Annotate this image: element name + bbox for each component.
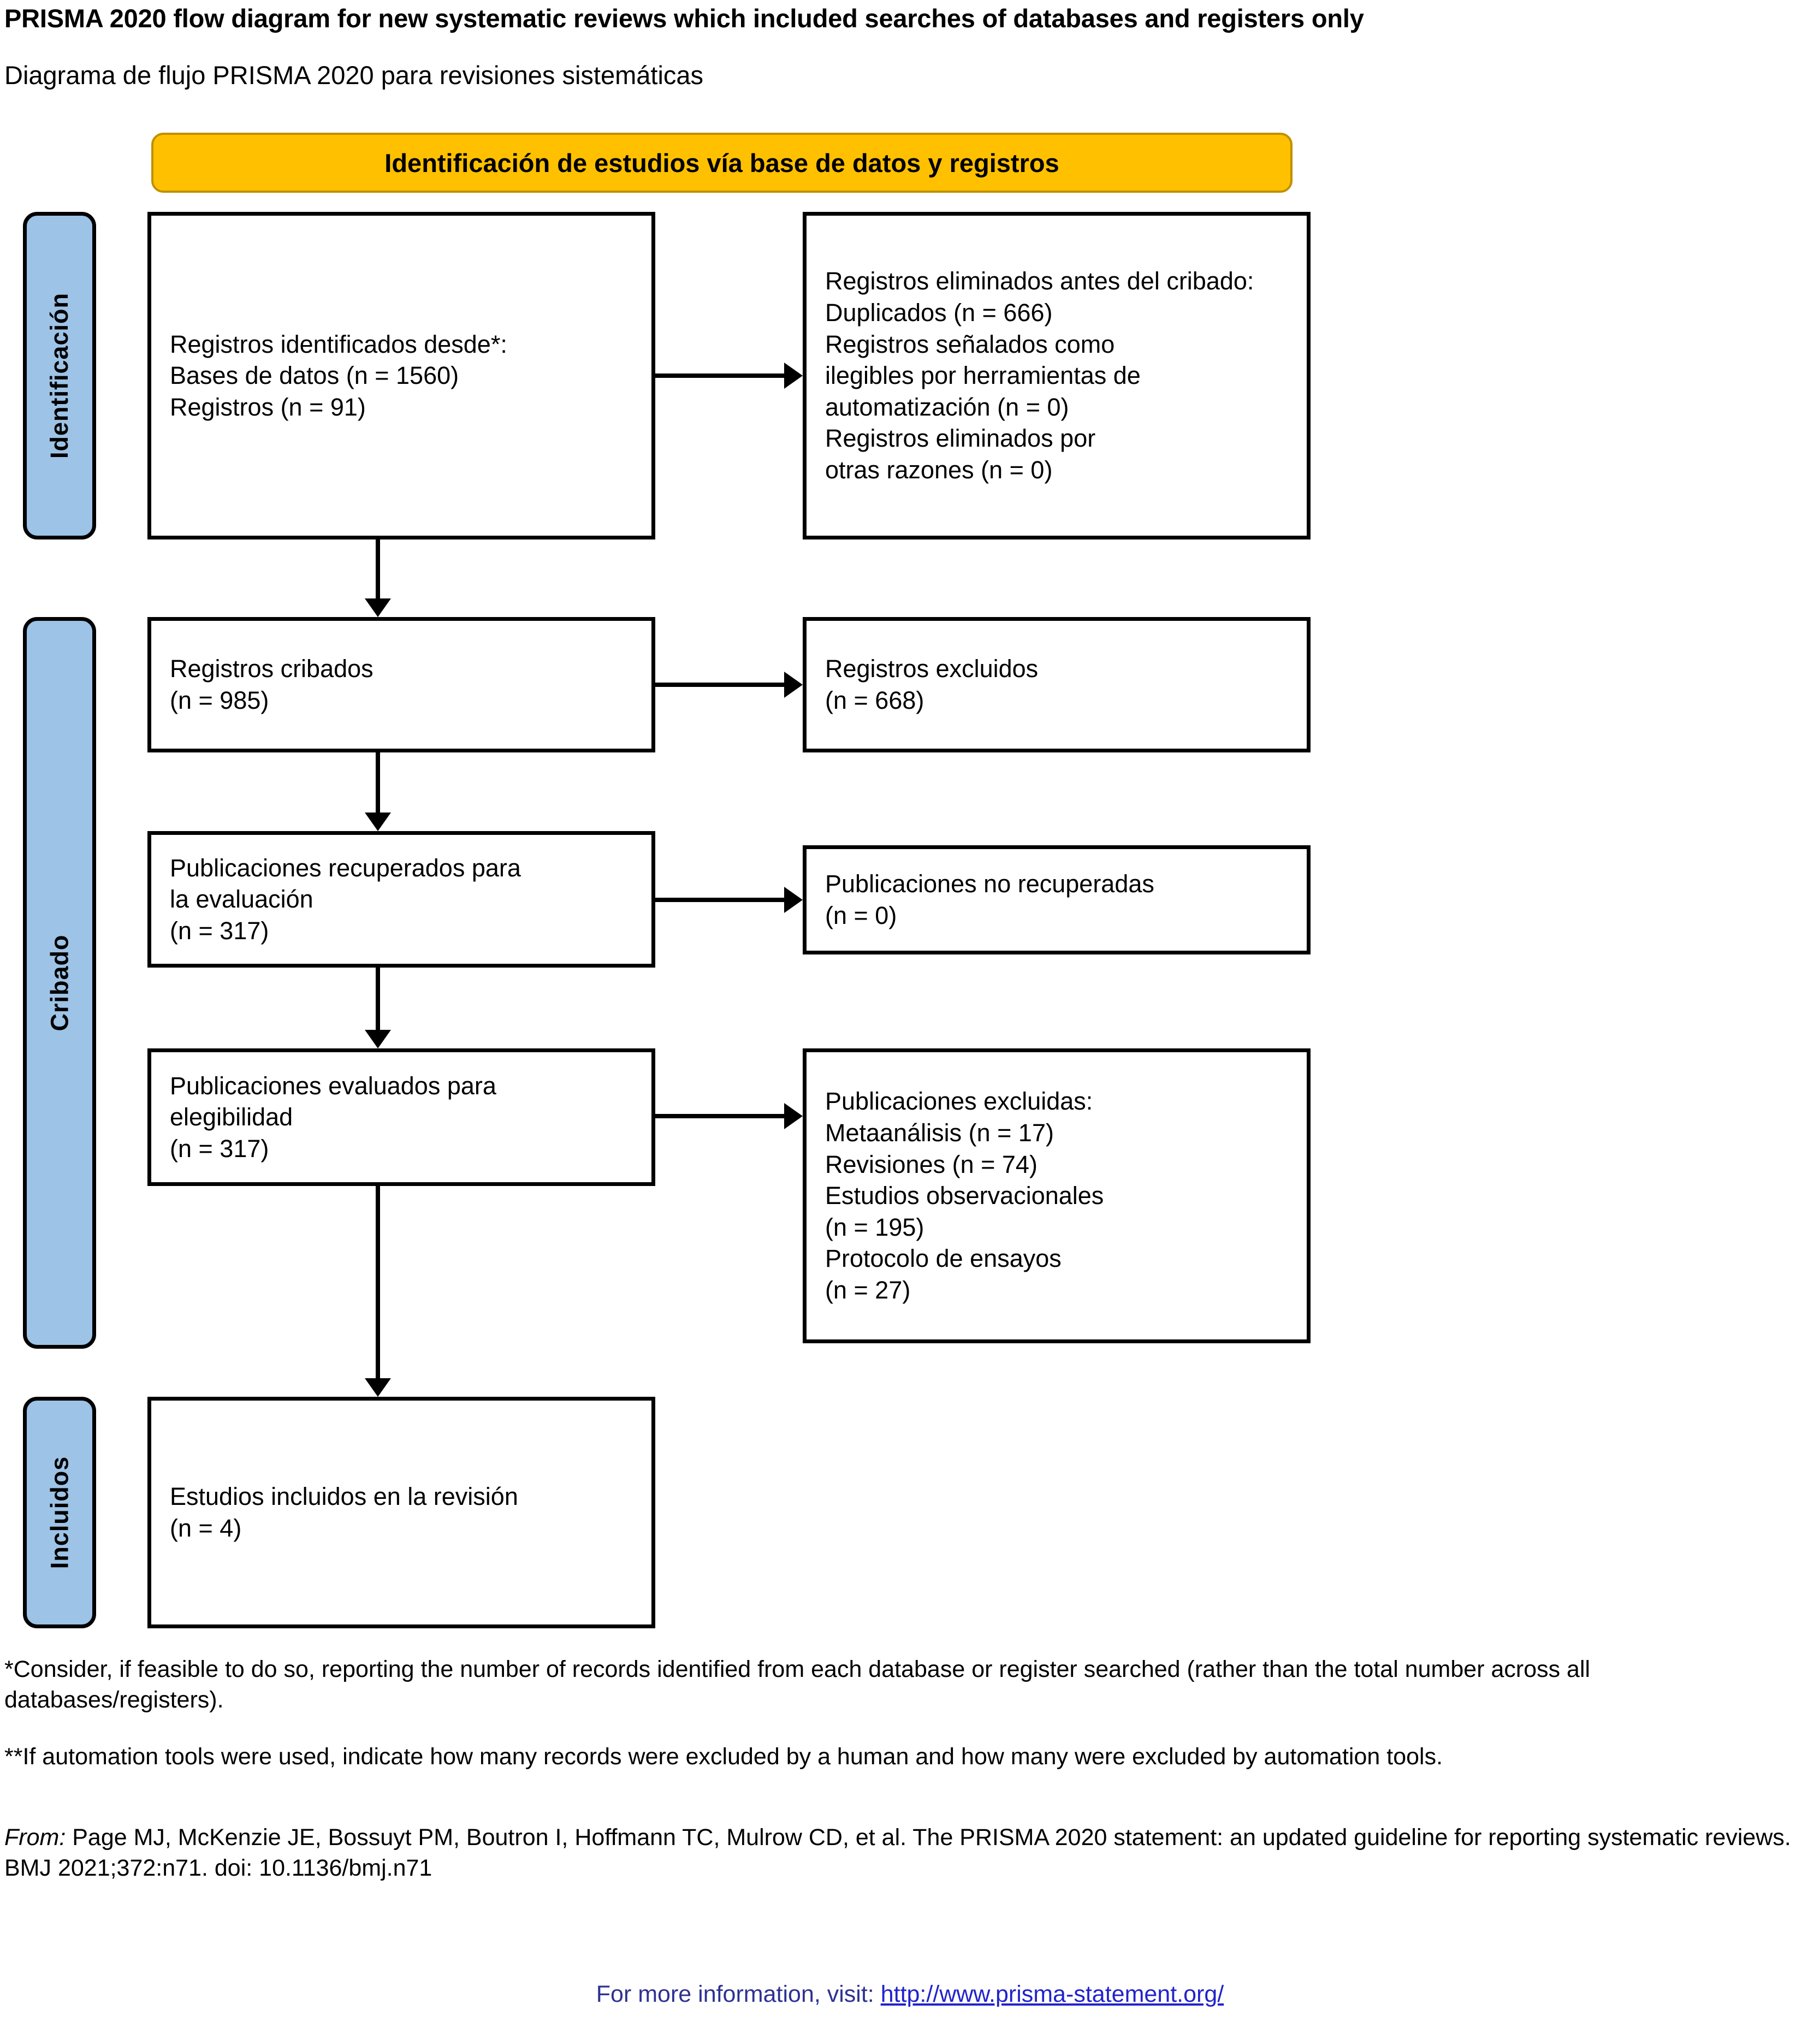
footnote-citation: From: Page MJ, McKenzie JE, Bossuyt PM, … xyxy=(4,1823,1817,1884)
footnote-automation: **If automation tools were used, indicat… xyxy=(4,1744,1443,1770)
connector-assessed-to-excluded xyxy=(655,1114,784,1118)
connector-identified-to-screened xyxy=(376,539,380,598)
phase-tab-incluidos-label: Incluidos xyxy=(45,1456,74,1569)
box-records-removed-text: Registros eliminados antes del cribado: … xyxy=(825,267,1254,484)
box-reports-assessed-for-eligibility: Publicaciones evaluados para elegibilida… xyxy=(147,1048,655,1186)
box-records-screened-text: Registros cribados (n = 985) xyxy=(170,655,374,714)
connector-retrieved-to-notretrieved xyxy=(655,898,784,902)
box-records-excluded-text: Registros excluidos (n = 668) xyxy=(825,655,1039,714)
box-reports-sought-for-retrieval: Publicaciones recuperados para la evalua… xyxy=(147,831,655,968)
box-reports-excluded-with-reasons: Publicaciones excluidas: Metaanálisis (n… xyxy=(803,1048,1311,1343)
footnote-citation-label: From: xyxy=(4,1824,66,1851)
page-title-english: PRISMA 2020 flow diagram for new systema… xyxy=(4,4,1364,33)
more-info-line: For more information, visit: http://www.… xyxy=(0,1981,1820,2008)
phase-tab-cribado-label: Cribado xyxy=(45,934,74,1031)
phase-tab-identificacion-label: Identificación xyxy=(45,292,74,459)
page-title-spanish: Diagrama de flujo PRISMA 2020 para revis… xyxy=(4,61,704,90)
connector-identified-to-removed xyxy=(655,373,784,378)
box-reports-not-retrieved-text: Publicaciones no recuperadas (n = 0) xyxy=(825,870,1154,929)
box-records-identified: Registros identificados desde*: Bases de… xyxy=(147,212,655,539)
more-info-prefix: For more information, visit: xyxy=(596,1981,881,2007)
connector-screened-to-retrieved xyxy=(376,752,380,813)
phase-tab-identificacion: Identificación xyxy=(23,212,96,539)
box-records-screened: Registros cribados (n = 985) xyxy=(147,617,655,752)
prisma-statement-link[interactable]: http://www.prisma-statement.org/ xyxy=(880,1981,1224,2007)
arrow-retrieved-to-assessed-icon xyxy=(365,1030,391,1048)
box-records-identified-text: Registros identificados desde*: Bases de… xyxy=(170,330,507,421)
identification-stage-banner: Identificación de estudios vía base de d… xyxy=(151,133,1293,193)
arrow-identified-to-screened-icon xyxy=(365,598,391,617)
arrow-retrieved-to-notretrieved-icon xyxy=(784,887,803,913)
box-studies-included-in-review: Estudios incluidos en la revisión (n = 4… xyxy=(147,1397,655,1628)
box-reports-excluded-text: Publicaciones excluidas: Metaanálisis (n… xyxy=(825,1087,1104,1304)
footnote-citation-text: Page MJ, McKenzie JE, Bossuyt PM, Boutro… xyxy=(4,1824,1791,1881)
arrow-assessed-to-included-icon xyxy=(365,1378,391,1397)
arrow-assessed-to-excluded-icon xyxy=(784,1103,803,1129)
phase-tab-incluidos: Incluidos xyxy=(23,1397,96,1628)
box-records-excluded: Registros excluidos (n = 668) xyxy=(803,617,1311,752)
connector-retrieved-to-assessed xyxy=(376,968,380,1030)
arrow-identified-to-removed-icon xyxy=(784,363,803,389)
box-records-removed-before-screening: Registros eliminados antes del cribado: … xyxy=(803,212,1311,539)
footnote-consider: *Consider, if feasible to do so, reporti… xyxy=(4,1656,1591,1713)
arrow-screened-to-excluded-icon xyxy=(784,672,803,698)
arrow-screened-to-retrieved-icon xyxy=(365,813,391,831)
box-reports-not-retrieved: Publicaciones no recuperadas (n = 0) xyxy=(803,845,1311,954)
phase-tab-cribado: Cribado xyxy=(23,617,96,1349)
stage-banner-label: Identificación de estudios vía base de d… xyxy=(384,148,1059,177)
box-reports-assessed-text: Publicaciones evaluados para elegibilida… xyxy=(170,1071,496,1163)
connector-assessed-to-included xyxy=(376,1186,380,1378)
connector-screened-to-excluded xyxy=(655,683,784,687)
box-studies-included-text: Estudios incluidos en la revisión (n = 4… xyxy=(170,1483,518,1542)
box-reports-sought-text: Publicaciones recuperados para la evalua… xyxy=(170,853,521,945)
